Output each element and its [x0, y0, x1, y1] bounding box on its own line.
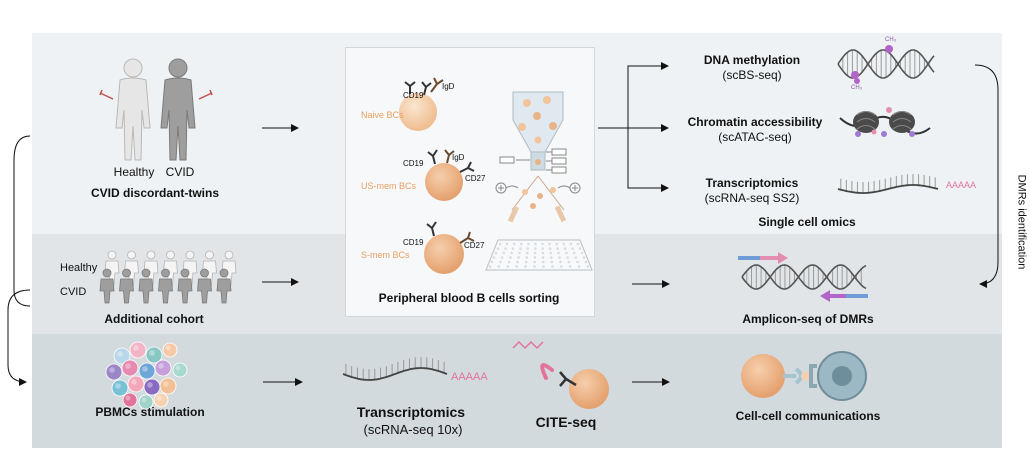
amplicon-dna-icon	[741, 264, 867, 290]
chromatin-title: Chromatin accessibility	[687, 115, 823, 129]
cohort-crowd-icon	[99, 250, 237, 304]
pbmc-cluster-icon	[105, 341, 188, 410]
cite-seq-label: CITE-seq	[535, 414, 597, 430]
amplicon-label: Amplicon-seq of DMRs	[742, 312, 874, 326]
cvid-person-icon	[160, 58, 196, 161]
sorting-caption: Peripheral blood B cells sorting	[378, 291, 560, 305]
omics-branch-bracket	[627, 65, 640, 189]
polya-tail-label: AAAAA	[946, 180, 977, 190]
methyl-mark-label: CH₃	[885, 37, 897, 43]
dmrs-identification-label: DMRs identification	[1015, 174, 1028, 270]
twins-label: CVID discordant-twins	[90, 186, 220, 200]
single-cell-omics-label: Single cell omics	[758, 215, 856, 229]
row3-polya-label: AAAAA	[451, 371, 488, 383]
cohort-cvid-label: CVID	[60, 286, 87, 298]
methyl-marks	[851, 45, 893, 84]
cd19-label: CD19	[403, 159, 424, 168]
cd27-label: CD27	[464, 241, 485, 250]
cd19-receptor-icon	[404, 81, 416, 94]
cohort-label: Additional cohort	[104, 312, 204, 326]
us-mem-bc-label: US-mem BCs	[361, 181, 417, 191]
s-mem-bc-cell	[424, 221, 475, 274]
igd-label: IgD	[452, 153, 465, 162]
primer-icons	[738, 252, 868, 302]
transcriptomics-method: (scRNA-seq SS2)	[704, 191, 800, 205]
dna-methylation-method: (scBS-seq)	[722, 68, 782, 82]
methyl-mark-label: CH₃	[851, 85, 863, 91]
transcriptomics-title: Transcriptomics	[705, 176, 799, 190]
cd19-label: CD19	[403, 238, 424, 247]
scrna-transcript-icon	[342, 357, 448, 381]
cd19-label: CD19	[403, 91, 424, 100]
mrna-icon	[837, 174, 939, 194]
naive-bc-label: Naive BCs	[361, 110, 404, 120]
left-bracket-lower	[7, 289, 31, 386]
chromatin-method: (scATAC-seq)	[718, 130, 792, 144]
healthy-person-icon	[115, 58, 151, 161]
syringe-icon	[99, 89, 114, 100]
row3-transcriptomics-method: (scRNA-seq 10x)	[363, 422, 463, 437]
pbmc-label: PBMCs stimulation	[95, 405, 205, 419]
healthy-twin-label: Healthy	[113, 165, 155, 179]
cell-cell-communication-icon	[741, 351, 867, 401]
us-mem-bc-cell	[425, 149, 475, 201]
igd-label: IgD	[442, 82, 455, 91]
row3-transcriptomics-title: Transcriptomics	[356, 404, 466, 420]
left-bracket-upper	[13, 135, 31, 307]
s-mem-bc-label: S-mem BCs	[361, 250, 410, 260]
igd-receptor-icon	[430, 77, 444, 93]
96-well-plate-icon	[485, 239, 593, 271]
cite-seq-cell-icon	[512, 340, 609, 409]
naive-bc-cell	[399, 77, 444, 131]
syringe-icon	[198, 89, 213, 100]
facs-sorter-icon	[495, 91, 581, 223]
dmr-feedback-arrow	[974, 64, 999, 288]
cohort-healthy-label: Healthy	[60, 262, 98, 274]
cvid-twin-label: CVID	[165, 165, 195, 179]
cd27-label: CD27	[465, 174, 486, 183]
dna-methylation-title: DNA methylation	[703, 53, 801, 67]
chromatin-icon	[839, 107, 931, 137]
flow-arrows	[7, 62, 999, 386]
cell-comm-label: Cell-cell communications	[735, 409, 881, 423]
